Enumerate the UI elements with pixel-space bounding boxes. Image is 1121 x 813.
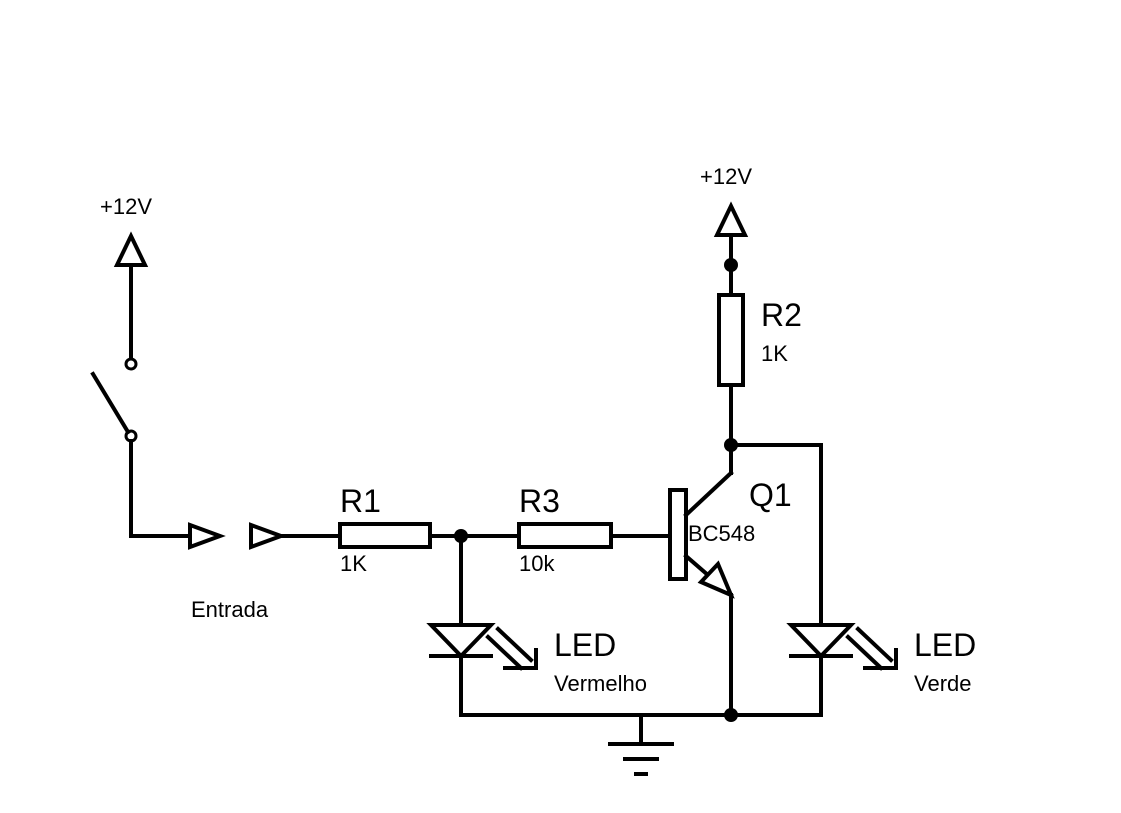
led-red-color-label: Vermelho: [554, 671, 647, 696]
q1-part-label: BC548: [688, 521, 755, 546]
led-green-name-label: LED: [914, 627, 976, 663]
led-green-color-label: Verde: [914, 671, 972, 696]
r1-value-label: 1K: [340, 551, 367, 576]
r2-name-label: R2: [761, 297, 802, 333]
supply-right-label: +12V: [700, 164, 752, 189]
q1-name-label: Q1: [749, 477, 792, 513]
led-green-symbol: [786, 623, 898, 671]
left-supply-symbol: [113, 231, 149, 359]
supply-left-label: +12V: [100, 194, 152, 219]
resistor-r1: [338, 522, 432, 549]
junction-supply-r2: [724, 258, 738, 272]
resistor-r3: [517, 522, 613, 549]
input-connector-arrows: [188, 522, 287, 550]
led-red-name-label: LED: [554, 627, 616, 663]
r3-value-label: 10k: [519, 551, 555, 576]
wire-collector-led-green: [729, 443, 823, 627]
input-label: Entrada: [191, 597, 269, 622]
transistor-q1: [668, 443, 735, 717]
r1-name-label: R1: [340, 483, 381, 519]
r3-name-label: R3: [519, 483, 560, 519]
input-switch: [90, 357, 138, 443]
ground-symbol: [608, 713, 674, 776]
led-red-symbol: [426, 623, 538, 671]
resistor-r2: [717, 293, 745, 387]
wire-switch-to-input: [129, 439, 192, 538]
r2-value-label: 1K: [761, 341, 788, 366]
right-supply-symbol: [713, 201, 749, 297]
